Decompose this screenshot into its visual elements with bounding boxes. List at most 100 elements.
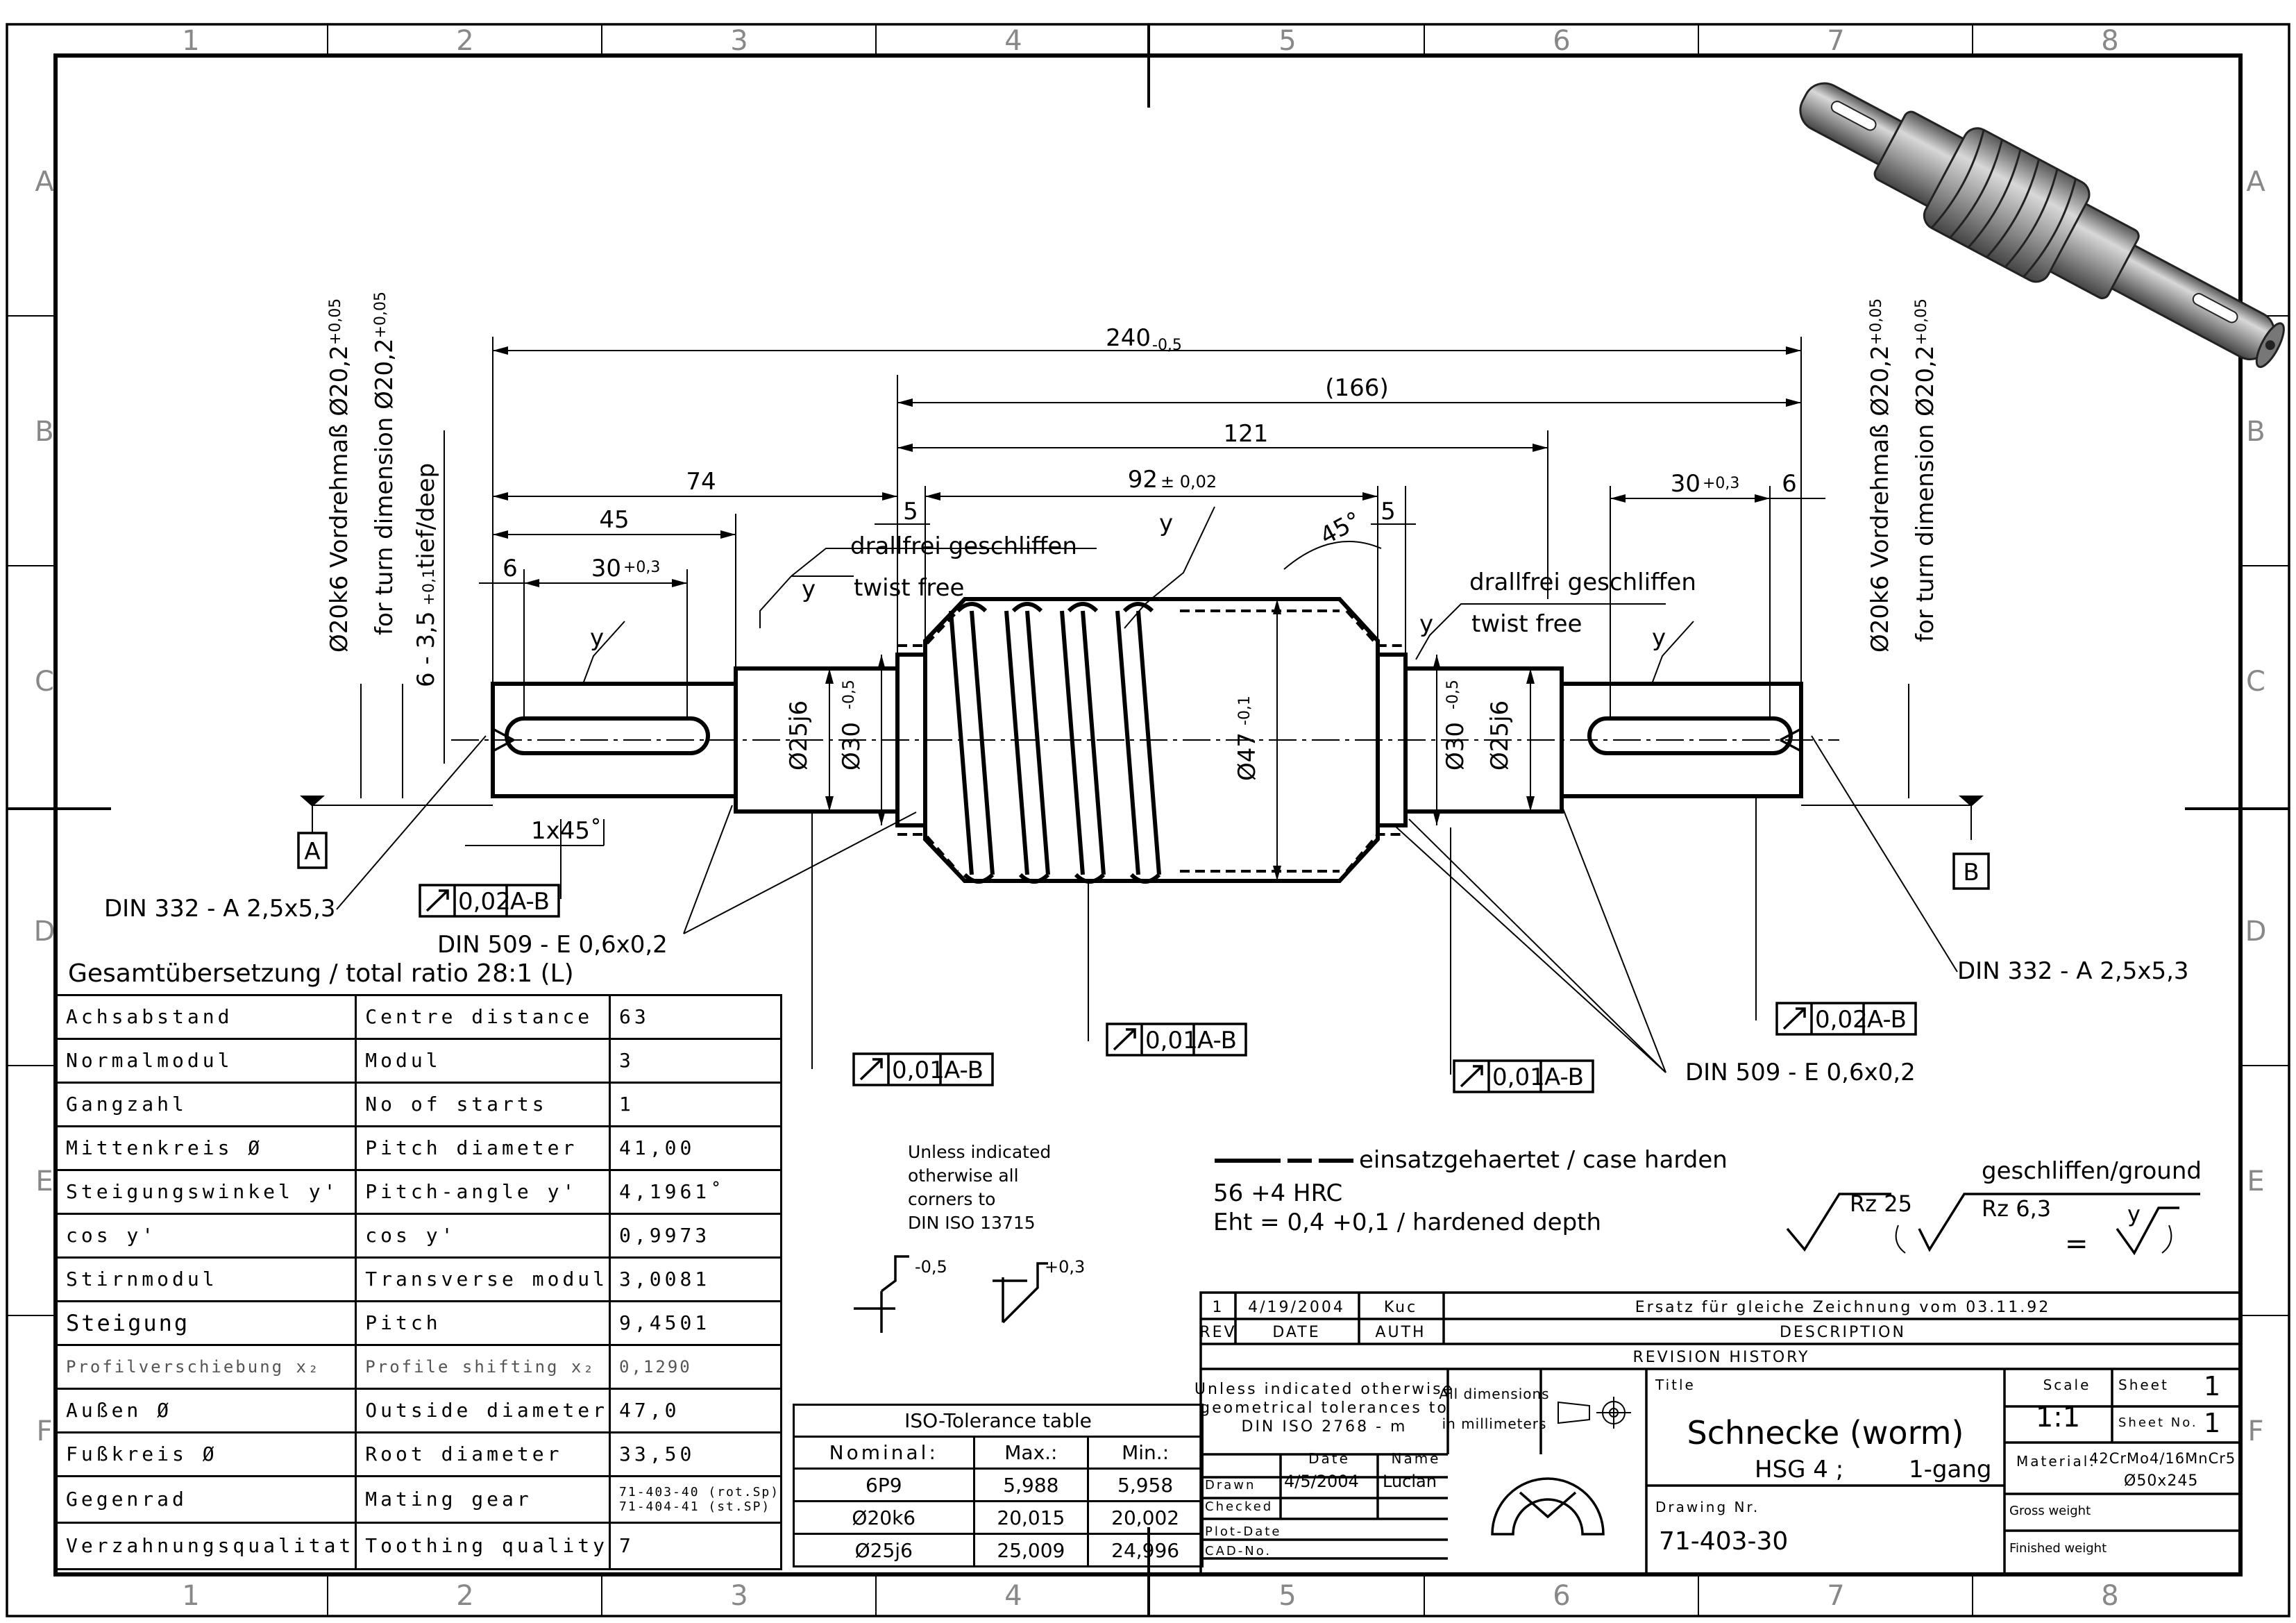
iso-title: ISO-Tolerance table <box>793 1404 1204 1438</box>
note-key-depth: 6 - 3,5+0,1tief/deep <box>412 463 440 687</box>
gear-table-cell: Verzahnungsqualitat <box>55 1521 357 1571</box>
gear-table-cell: Modul <box>355 1037 611 1084</box>
dim-dia30-right-tol: -0,5 <box>1444 680 1462 709</box>
gear-table-cell: 7 <box>609 1521 783 1571</box>
ground-text: geschliffen/ground <box>1982 1157 2202 1185</box>
gear-table-cell: Gangzahl <box>55 1081 357 1127</box>
case-harden-text: einsatzgehaertet / case harden <box>1359 1146 1728 1174</box>
drallfrei-right: drallfrei geschliffen <box>1469 569 1696 596</box>
gear-table-cell: 3,0081 <box>609 1256 783 1302</box>
gear-table-cell: Fußkreis Ø <box>55 1431 357 1477</box>
gear-table-cell: 33,50 <box>609 1431 783 1477</box>
gear-table-cell: cos y' <box>355 1212 611 1259</box>
grid-row-f-right: F <box>2247 1415 2263 1447</box>
dim-dia30-left-tol: -0,5 <box>841 680 858 709</box>
grid-col-3-bottom: 3 <box>730 1580 748 1612</box>
corner-note: Unless indicated otherwise all corners t… <box>854 1142 1085 1333</box>
grid-col-8-top: 8 <box>2101 25 2118 57</box>
fcf-2-val: 0,01 <box>892 1057 945 1084</box>
grid-col-2-bottom: 2 <box>456 1580 473 1612</box>
grid-columns-bottom: 1 2 3 4 5 6 7 8 <box>182 1580 2118 1612</box>
gear-table-title: Gesamtübersetzung / total ratio 28:1 (L) <box>68 959 574 988</box>
gear-table-cell: Achsabstand <box>55 994 357 1040</box>
gear-table-cell: Normalmodul <box>55 1037 357 1084</box>
dim-30-right-tol: +0,3 <box>1703 475 1739 492</box>
iso-cell: 6P9 <box>793 1468 975 1502</box>
gear-table-cell: Mating gear <box>355 1474 611 1524</box>
fcf-4: 0,01 A-B <box>1453 1059 1594 1093</box>
dim-dia47: Ø47 <box>1233 732 1261 781</box>
iso-tolerance-table: ISO-Tolerance table Nominal: Max.: Min.:… <box>793 1404 1204 1567</box>
centering-marks <box>7 24 2289 1616</box>
fcf-5-ref: A-B <box>1867 1006 1907 1034</box>
grid-col-4-top: 4 <box>1004 25 1022 57</box>
gear-cell-line: 71-404-41 (st.SP) <box>619 1499 771 1514</box>
fcf-4-val: 0,01 <box>1492 1063 1545 1091</box>
fcf-4-ref: A-B <box>1544 1063 1584 1091</box>
grid-row-e-left: E <box>35 1166 53 1197</box>
grid-col-5-top: 5 <box>1278 25 1296 57</box>
dim-6-right: 6 <box>1782 470 1797 498</box>
iso-h-max: Max.: <box>972 1436 1090 1470</box>
drallfrei-left: drallfrei geschliffen <box>850 532 1077 560</box>
gear-table-row: cos y'cos y'0,9973 <box>55 1212 783 1259</box>
gear-table-cell: 9,4501 <box>609 1300 783 1346</box>
gear-table-cell: Steigung <box>55 1300 357 1346</box>
grid-row-b-right: B <box>2246 416 2265 448</box>
gear-table-cell: 1 <box>609 1081 783 1127</box>
gear-table-cell: Steigungswinkel y' <box>55 1168 357 1215</box>
iso-cell: 5,958 <box>1087 1468 1204 1502</box>
gear-table-cell: 63 <box>609 994 783 1040</box>
dim-30-left: 30 <box>591 555 621 582</box>
grid-col-3-top: 3 <box>730 25 748 57</box>
rz63-text: Rz 6,3 <box>1982 1195 2051 1222</box>
twist-free-right: twist free <box>1471 610 1582 638</box>
dim-chamfer: 1x45˚ <box>531 817 602 845</box>
grid-col-6-bottom: 6 <box>1553 1580 1570 1612</box>
fcf-5-val: 0,02 <box>1815 1006 1868 1034</box>
fcf-5: 0,02 A-B <box>1775 1002 1917 1036</box>
iso-header-row: Nominal: Max.: Min.: <box>793 1436 1204 1470</box>
y-mark-3: y <box>1159 510 1173 537</box>
gear-table-cell: No of starts <box>355 1081 611 1127</box>
gear-table-cell: 71-403-40 (rot.Sp)71-404-41 (st.SP) <box>609 1474 783 1524</box>
gear-table-cell: Toothing quality <box>355 1521 611 1571</box>
gear-table-cell: Profile shifting x₂ <box>355 1343 611 1390</box>
dimensions <box>360 337 1909 881</box>
note-left-turn-de: Ø20k6 Vordrehmaß Ø20,2+0,05 <box>326 298 353 653</box>
datum-a: A <box>304 838 320 866</box>
grid-rows-right: A B C D E F <box>2245 166 2267 1447</box>
iso-cell: 20,015 <box>972 1500 1090 1535</box>
dim-92-tol: ± 0,02 <box>1160 472 1217 491</box>
twist-free-left: twist free <box>854 574 964 602</box>
grid-row-a-right: A <box>2246 166 2265 198</box>
iso-title-row: ISO-Tolerance table <box>793 1404 1204 1438</box>
grid-row-d-left: D <box>34 916 56 948</box>
dim-dia30-right: Ø30 <box>1442 722 1469 771</box>
iso-cell: Ø20k6 <box>793 1500 975 1535</box>
dimension-text: 240 -0,5 (166) 121 74 92 ± 0,02 45 6 30 … <box>503 324 1797 845</box>
gear-table-row: Steigungswinkel y'Pitch-angle y'4,1961˚ <box>55 1168 783 1215</box>
iso-cell: 5,988 <box>972 1468 1090 1502</box>
iso-h-min: Min.: <box>1087 1436 1204 1470</box>
rz25-text: Rz 25 <box>1850 1191 1912 1217</box>
dim-74: 74 <box>686 468 716 496</box>
gear-table-cell: Stirnmodul <box>55 1256 357 1302</box>
surface-finish: geschliffen/ground Rz 25 Rz 6,3 = y <box>1786 1157 2202 1260</box>
gear-table-cell: 4,1961˚ <box>609 1168 783 1215</box>
grid-col-1-bottom: 1 <box>182 1580 199 1612</box>
shaft-outline <box>451 597 1839 884</box>
grid-row-d-right: D <box>2245 916 2267 948</box>
grid-rows-left: A B C D E F <box>34 166 56 1447</box>
hrc-text: 56 +4 HRC <box>1213 1179 1342 1207</box>
gear-table-cell: Centre distance <box>355 994 611 1040</box>
note-left-turn-en: for turn dimension Ø20,2+0,05 <box>371 292 398 635</box>
note-text: drallfrei geschliffen twist free drallfr… <box>104 510 2189 1086</box>
